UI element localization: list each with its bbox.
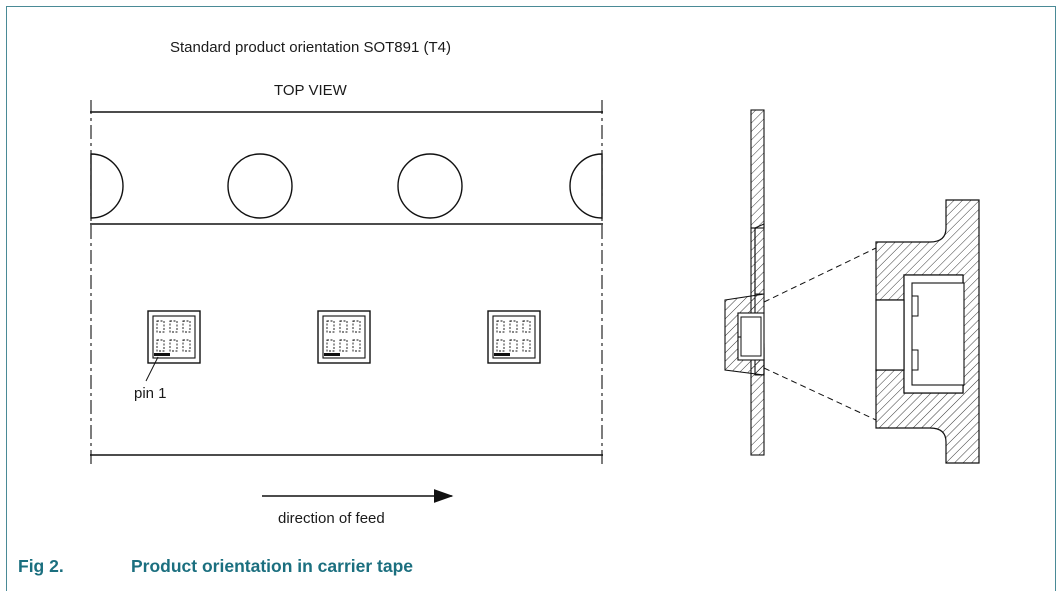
component-pocket — [317, 310, 371, 364]
sprocket-holes — [90, 153, 603, 219]
caption-number: Fig 2. — [18, 556, 64, 576]
tape-cross-section — [724, 109, 765, 456]
pin1-label: pin 1 — [134, 385, 167, 402]
feed-label: direction of feed — [278, 510, 385, 527]
pin1-leader — [145, 356, 159, 382]
pocket-detail — [875, 199, 980, 464]
figure-title: Standard product orientation SOT891 (T4) — [170, 39, 451, 56]
carrier-tape — [90, 111, 603, 456]
tape-cut-lines — [90, 100, 603, 467]
sprocket-hole — [397, 153, 463, 219]
figure-frame — [6, 6, 1056, 591]
magnification-lines — [763, 247, 877, 421]
figure-caption: Fig 2. Product orientation in carrier tap… — [18, 556, 413, 577]
pin1-marker — [494, 353, 510, 356]
component-pocket — [147, 310, 201, 364]
pin1-marker — [324, 353, 340, 356]
caption-text: Product orientation in carrier tape — [131, 556, 413, 576]
pin1-marker — [154, 353, 170, 356]
sprocket-hole-left-half — [90, 153, 124, 219]
sprocket-hole-right-half — [569, 153, 603, 219]
component-pocket — [487, 310, 541, 364]
view-label: TOP VIEW — [274, 82, 348, 99]
sprocket-hole — [227, 153, 293, 219]
